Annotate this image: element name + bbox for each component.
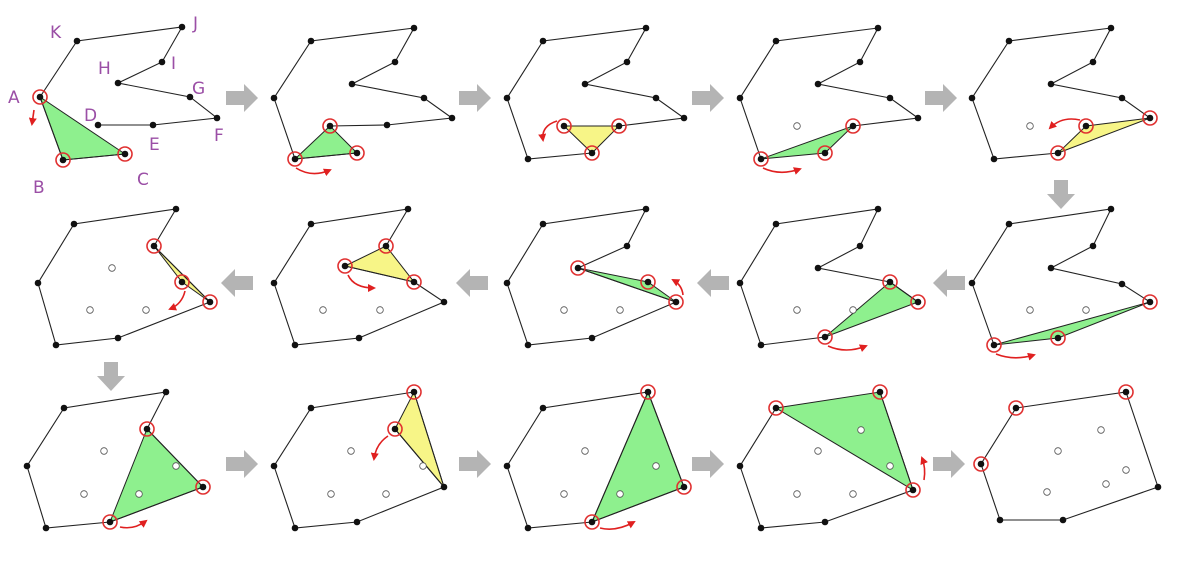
- panel-5: [968, 24, 1158, 163]
- step-arrow-icon: [226, 450, 258, 478]
- label-D: D: [84, 106, 97, 126]
- panel-1: A B C D E F G H I J K: [8, 14, 224, 198]
- rotation-arrow-icon: [28, 109, 37, 126]
- step-arrows: [97, 84, 1075, 478]
- step-arrow-icon: [221, 269, 253, 297]
- label-C: C: [137, 170, 149, 190]
- step-arrow-icon: [692, 84, 724, 112]
- label-A: A: [8, 88, 20, 108]
- label-E: E: [149, 135, 160, 155]
- step-arrow-icon: [692, 450, 724, 478]
- panel-6: [34, 205, 218, 349]
- panel-12: [270, 384, 448, 532]
- panel-7: [270, 205, 448, 349]
- panel-3: [503, 24, 688, 163]
- step-arrow-icon: [933, 269, 965, 297]
- step-arrow-icon: [97, 362, 125, 391]
- triangle-green: [39, 95, 127, 161]
- label-H: H: [98, 59, 111, 79]
- step-arrow-icon: [226, 84, 258, 112]
- panel-8: [503, 205, 684, 349]
- panel-2: [270, 24, 456, 177]
- panel-9: [736, 205, 926, 352]
- vertex-dots: [36, 23, 221, 164]
- step-arrow-icon: [456, 269, 488, 297]
- step-arrow-icon: [697, 269, 729, 297]
- highlight-circles: [32, 89, 133, 168]
- panel-11: [23, 388, 211, 532]
- panel-10: [968, 205, 1158, 361]
- step-arrow-icon: [933, 450, 965, 478]
- polygon-outline: [39, 26, 219, 126]
- step-arrow-icon: [459, 450, 491, 478]
- label-J: J: [192, 14, 198, 34]
- panel-15: [973, 384, 1162, 524]
- step-arrow-icon: [925, 84, 957, 112]
- label-B: B: [33, 178, 45, 198]
- panel-14: [736, 384, 928, 532]
- step-arrow-icon: [1047, 180, 1075, 209]
- label-I: I: [171, 54, 176, 74]
- panel-13: [503, 384, 692, 532]
- label-F: F: [214, 126, 224, 146]
- label-G: G: [192, 79, 205, 99]
- panel-4: [736, 24, 922, 175]
- label-K: K: [50, 23, 62, 43]
- step-arrow-icon: [459, 84, 491, 112]
